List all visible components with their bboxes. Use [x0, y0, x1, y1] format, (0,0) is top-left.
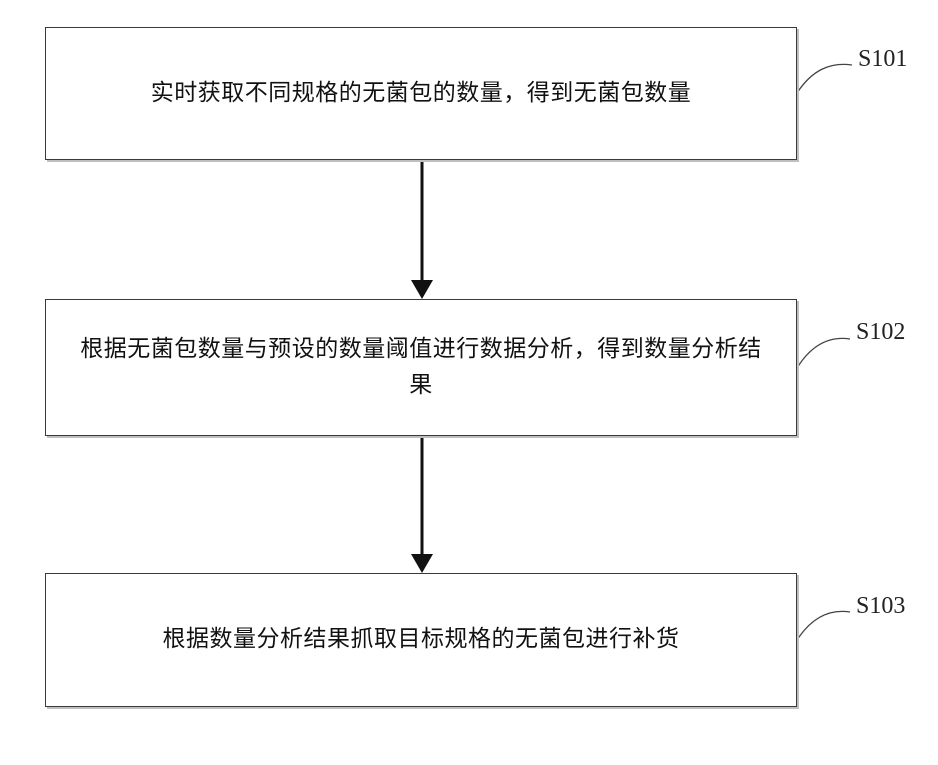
- step-label-s103: S103: [856, 593, 905, 620]
- arrow-s101-to-s102: [411, 160, 433, 299]
- step-label-s101: S101: [858, 46, 907, 73]
- leader-line-s103: [797, 611, 850, 640]
- leader-line-s102: [797, 338, 850, 368]
- step-box-s102: 根据无菌包数量与预设的数量阈值进行数据分析，得到数量分析结果: [45, 299, 797, 436]
- step-text-s103: 根据数量分析结果抓取目标规格的无菌包进行补货: [163, 622, 680, 658]
- step-text-s102: 根据无菌包数量与预设的数量阈值进行数据分析，得到数量分析结果: [76, 332, 766, 403]
- step-text-s101: 实时获取不同规格的无菌包的数量，得到无菌包数量: [151, 76, 692, 112]
- arrow-s102-to-s103: [411, 436, 433, 573]
- leader-line-s101: [797, 64, 852, 93]
- step-label-s102: S102: [856, 319, 905, 346]
- step-box-s103: 根据数量分析结果抓取目标规格的无菌包进行补货: [45, 573, 797, 707]
- step-box-s101: 实时获取不同规格的无菌包的数量，得到无菌包数量: [45, 27, 797, 160]
